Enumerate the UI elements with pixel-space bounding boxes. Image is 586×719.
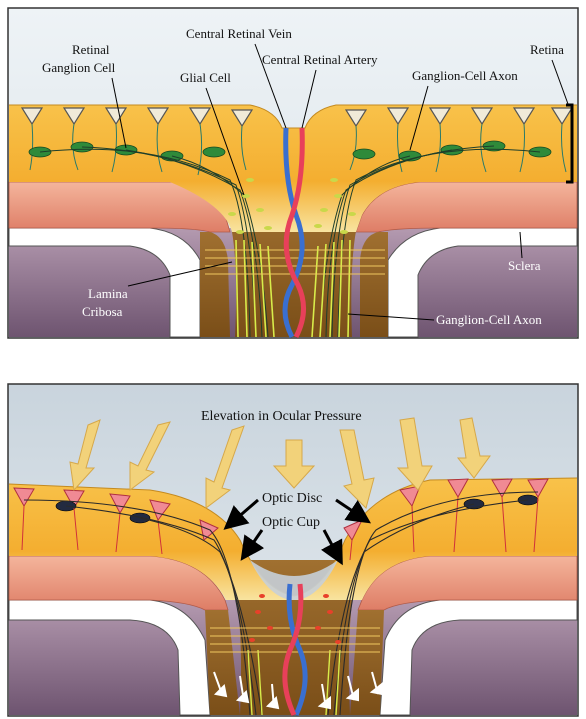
label-central-retinal-artery: Central Retinal Artery [262,52,378,67]
label-optic-disc: Optic Disc [262,491,322,506]
label-elevation-in-ocular-pressure: Elevation in Ocular Pressure [201,409,362,424]
label-lamina: Lamina [88,286,128,301]
label-central-retinal-vein: Central Retinal Vein [186,26,292,41]
label-ganglion-cell: Ganglion Cell [42,60,116,75]
label-retinal: Retinal [72,42,110,57]
label-glial-cell: Glial Cell [180,70,231,85]
top-panel: Central Retinal Vein Central Retinal Art… [7,7,579,339]
label-optic-cup: Optic Cup [262,515,320,530]
label-retina: Retina [530,42,564,57]
label-sclera: Sclera [508,258,541,273]
label-cribosa: Cribosa [82,304,123,319]
bottom-panel: Elevation in Ocular Pressure Optic Disc … [7,383,579,717]
label-ganglion-cell-axon-top: Ganglion-Cell Axon [412,68,518,83]
label-ganglion-cell-axon-bottom: Ganglion-Cell Axon [436,312,542,327]
